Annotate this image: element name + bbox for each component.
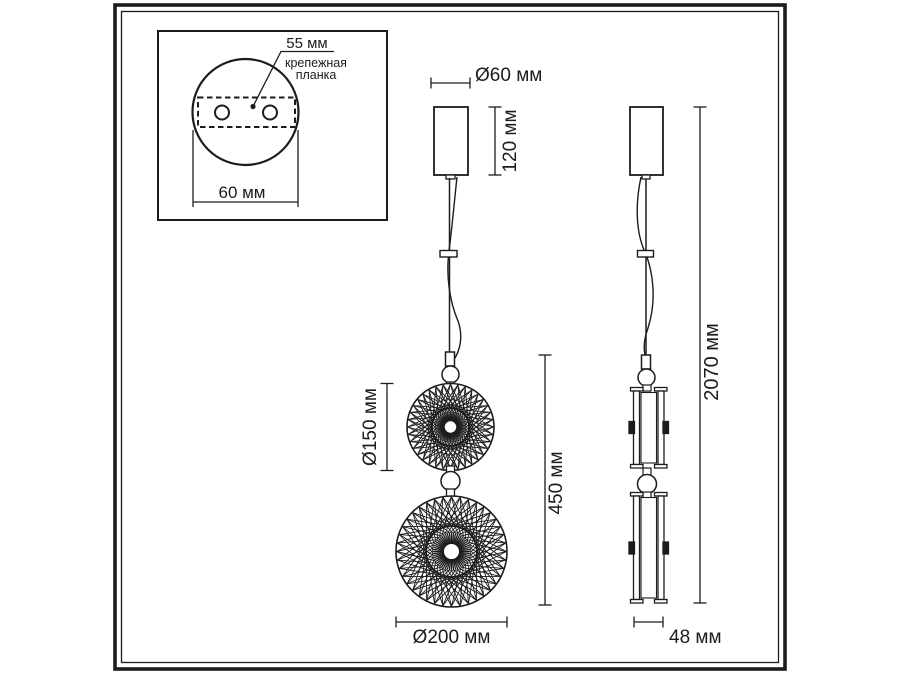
middle-ball-side [636, 473, 658, 495]
plate-name-line2: планка [296, 68, 337, 82]
bottom-disc-pattern [395, 495, 508, 608]
picture-frame [113, 3, 787, 671]
side-view: 2070 мм 48 мм [628, 106, 723, 648]
side-width-label: 48 мм [669, 627, 722, 648]
cord-nub-side [641, 174, 651, 180]
top-disc-tab-left [628, 420, 636, 435]
top-disc-cap-br [653, 463, 668, 469]
bottom-disc-diameter-label: Ø200 мм [413, 627, 491, 648]
top-disc-core [640, 391, 658, 464]
frame-outer-border [113, 3, 787, 671]
bottom-disc-dimension [395, 616, 508, 628]
front-view: Ø60 мм 120 мм Ø15 [360, 65, 567, 648]
mount-hole-right [262, 104, 278, 121]
canopy-diameter-label: Ø60 мм [475, 65, 542, 86]
top-disc-diameter-label: Ø150 мм [360, 388, 381, 466]
bottom-disc-cap-br [653, 598, 668, 604]
base-diameter-label: 60 мм [218, 183, 265, 202]
bottom-disc-core [640, 496, 658, 599]
bottom-disc-tab-left [628, 541, 636, 555]
top-disc-pattern [406, 382, 495, 472]
bottom-disc-side [628, 491, 670, 604]
canopy-height-dimension [488, 106, 502, 176]
shades-height-label: 450 мм [546, 451, 567, 514]
total-height-label: 2070 мм [701, 323, 723, 401]
suspension-wire-side [636, 176, 654, 361]
plate-name-line1: крепежная [285, 56, 347, 70]
leader-line [252, 50, 334, 107]
cord-nub-front [445, 174, 456, 180]
upper-stem-side [640, 354, 652, 370]
canopy-front [433, 106, 469, 176]
top-disc-cap-bl [629, 463, 644, 469]
mounting-plate-dashed [197, 96, 296, 128]
shades-height-dimension [538, 354, 552, 606]
canopy-top-view-circle [191, 57, 300, 167]
plate-width-label: 55 мм [286, 35, 327, 52]
frame-inner-border [120, 10, 780, 664]
suspension-wire-front [447, 176, 462, 362]
top-disc-dimension [380, 382, 394, 472]
cord-connector-side [636, 249, 655, 258]
inset-box [157, 30, 388, 221]
bottom-disc-tab-right [662, 541, 670, 555]
canopy-diameter-dimension [430, 77, 471, 89]
top-disc-tab-right [662, 420, 670, 435]
base-diameter-dimension [192, 130, 299, 207]
side-width-dimension [633, 616, 664, 628]
cord-connector-front [439, 249, 458, 258]
canopy-side [629, 106, 664, 176]
upper-ball-side [637, 368, 656, 387]
cord-front [439, 174, 462, 362]
mount-hole-left [214, 104, 230, 121]
canopy-height-label: 120 мм [500, 109, 521, 172]
bottom-disc-cap-bl [629, 598, 644, 604]
upper-stem-front [444, 351, 456, 367]
top-disc-side [628, 386, 670, 469]
stem-above-top-disc-side [642, 384, 652, 392]
total-height-dimension [693, 106, 707, 604]
middle-ball-front [440, 470, 461, 492]
mount-inset: 55 мм крепежная планка 60 мм [157, 30, 388, 221]
upper-ball-front [441, 365, 460, 384]
cord-side [636, 174, 655, 361]
